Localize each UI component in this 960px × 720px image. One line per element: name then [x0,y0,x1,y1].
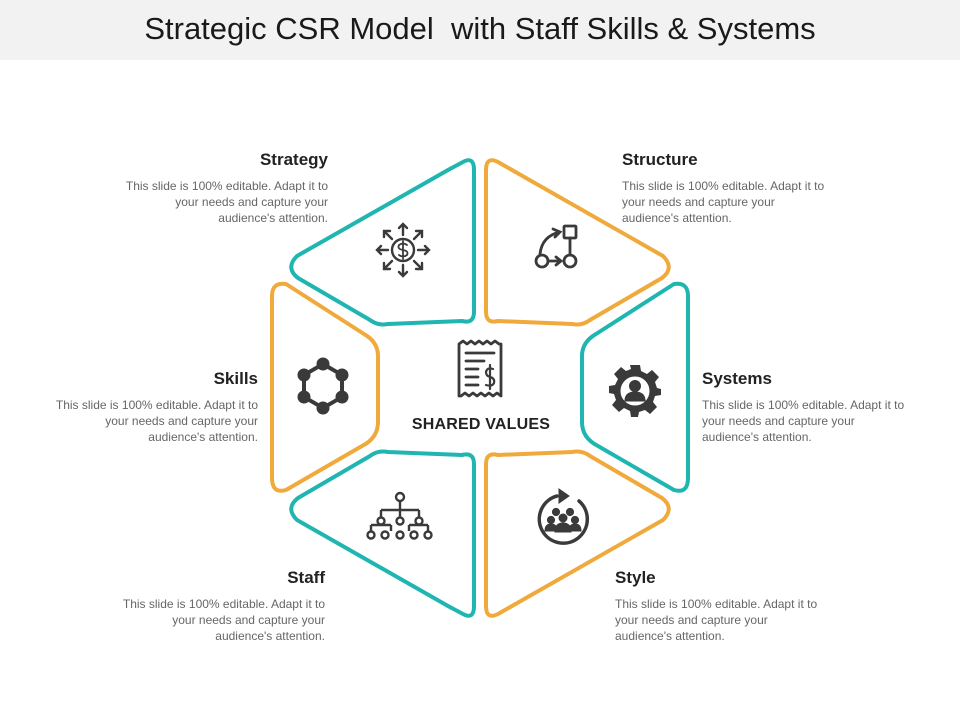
segment-title: Style [615,568,656,587]
text-block-systems: Systems This slide is 100% editable. Ada… [702,369,907,445]
dollar-arrows-icon [375,222,431,278]
gear-user-icon [609,365,661,417]
segment-title: Skills [213,369,258,388]
text-block-style: Style This slide is 100% editable. Adapt… [615,568,820,644]
segment-description: This slide is 100% editable. Adapt it to… [55,398,258,444]
team-cycle-icon [537,488,590,545]
segment-title: Strategy [259,150,328,169]
text-block-skills: Skills This slide is 100% editable. Adap… [53,369,258,445]
segment-structure [484,158,671,327]
center-label: SHARED VALUES [411,416,551,433]
segment-title: Staff [287,568,325,587]
segment-description: This slide is 100% editable. Adapt it to… [702,398,905,444]
segment-skills [270,281,380,493]
segment-systems [580,281,690,493]
page-title: Strategic CSR Model with Staff Skills & … [144,11,816,46]
segment-strategy [289,158,476,327]
segment-description: This slide is 100% editable. Adapt it to… [615,597,818,643]
document-dollar-icon [457,339,503,398]
flow-structure-icon [534,224,578,269]
title-bar [0,0,960,60]
segment-staff [289,449,476,618]
segment-description: This slide is 100% editable. Adapt it to… [125,179,328,225]
org-chart-icon [366,491,433,540]
text-block-structure: Structure This slide is 100% editable. A… [622,150,827,226]
segment-description: This slide is 100% editable. Adapt it to… [622,179,825,225]
text-block-strategy: Strategy This slide is 100% editable. Ad… [123,150,328,226]
hexagon-network-icon [297,357,349,415]
segment-title: Systems [702,369,772,388]
text-block-staff: Staff This slide is 100% editable. Adapt… [120,568,325,644]
segment-style [484,449,671,618]
segment-title: Structure [622,150,698,169]
segment-description: This slide is 100% editable. Adapt it to… [122,597,325,643]
